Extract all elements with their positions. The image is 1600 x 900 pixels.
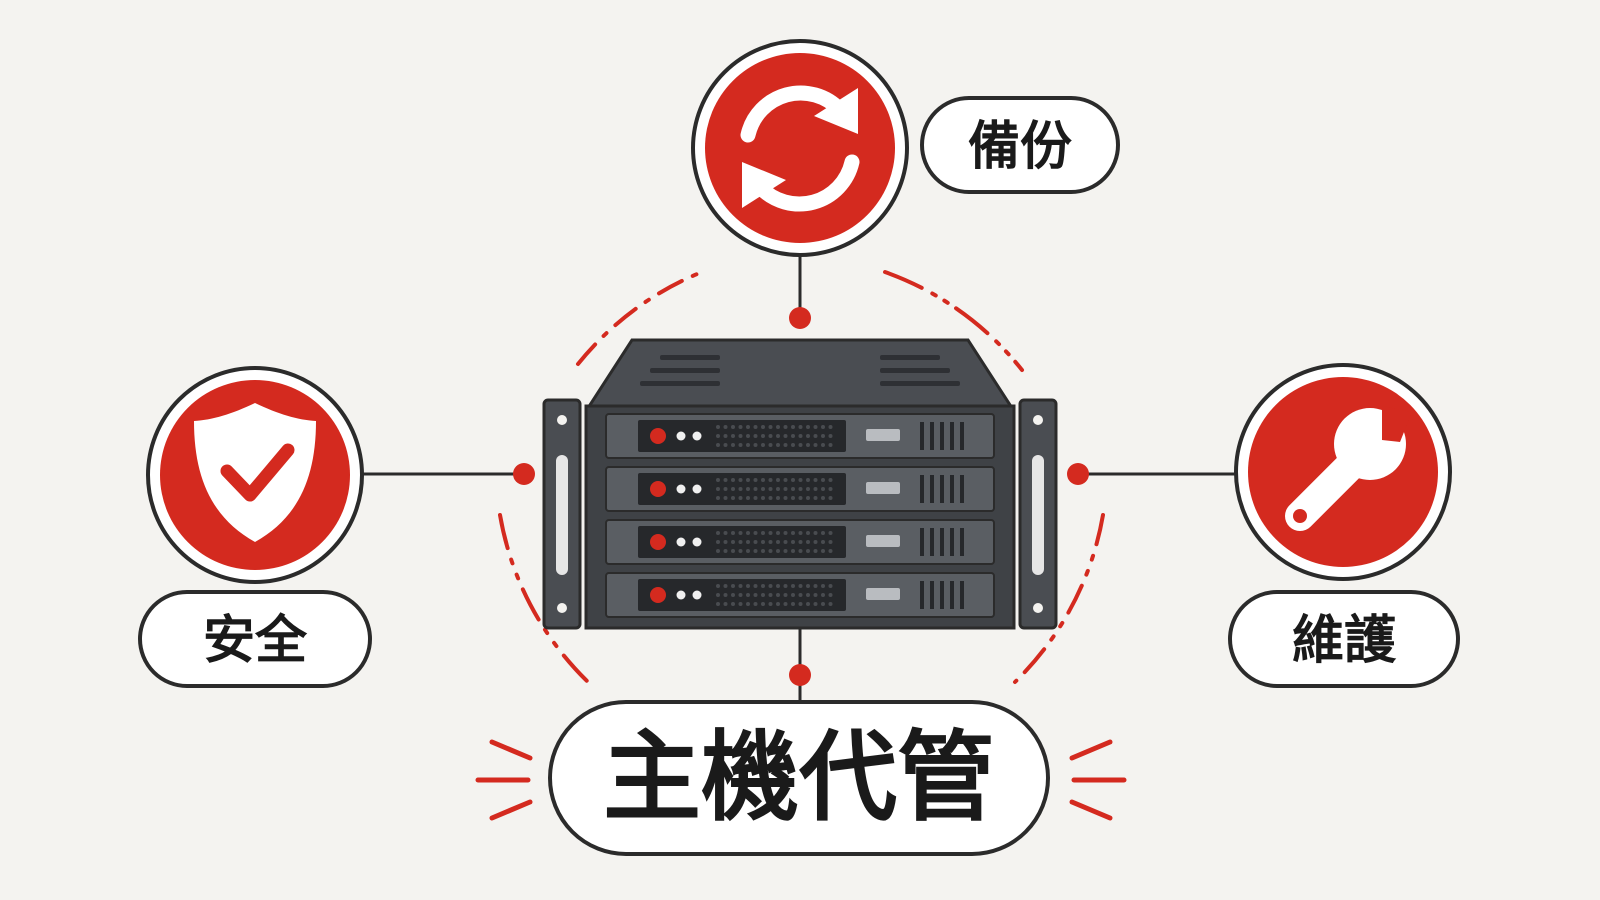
sync-icon — [740, 85, 860, 212]
server-unit — [605, 466, 995, 512]
server-unit — [605, 572, 995, 618]
shield-check-icon — [194, 403, 316, 542]
emphasis-marks-right — [1069, 739, 1127, 821]
label-backup-text: 備份 — [968, 117, 1072, 177]
server-unit — [605, 519, 995, 565]
label-maintenance-text: 維護 — [1292, 611, 1397, 671]
center-title: 主機代管 — [548, 700, 1050, 856]
emphasis-marks-left — [475, 739, 533, 821]
center-title-text: 主機代管 — [603, 721, 995, 835]
label-maintenance: 維護 — [1228, 590, 1460, 688]
connector-dots — [513, 307, 1089, 686]
orbit-ring — [498, 270, 1105, 684]
wrench-icon — [1285, 406, 1412, 531]
node-maintenance — [1234, 363, 1452, 581]
node-backup — [691, 39, 909, 257]
node-security — [146, 366, 364, 584]
label-security: 安全 — [138, 590, 372, 688]
label-security-text: 安全 — [203, 611, 308, 671]
label-backup: 備份 — [920, 96, 1120, 194]
server-rack-icon — [542, 338, 1058, 630]
server-unit — [605, 413, 995, 459]
